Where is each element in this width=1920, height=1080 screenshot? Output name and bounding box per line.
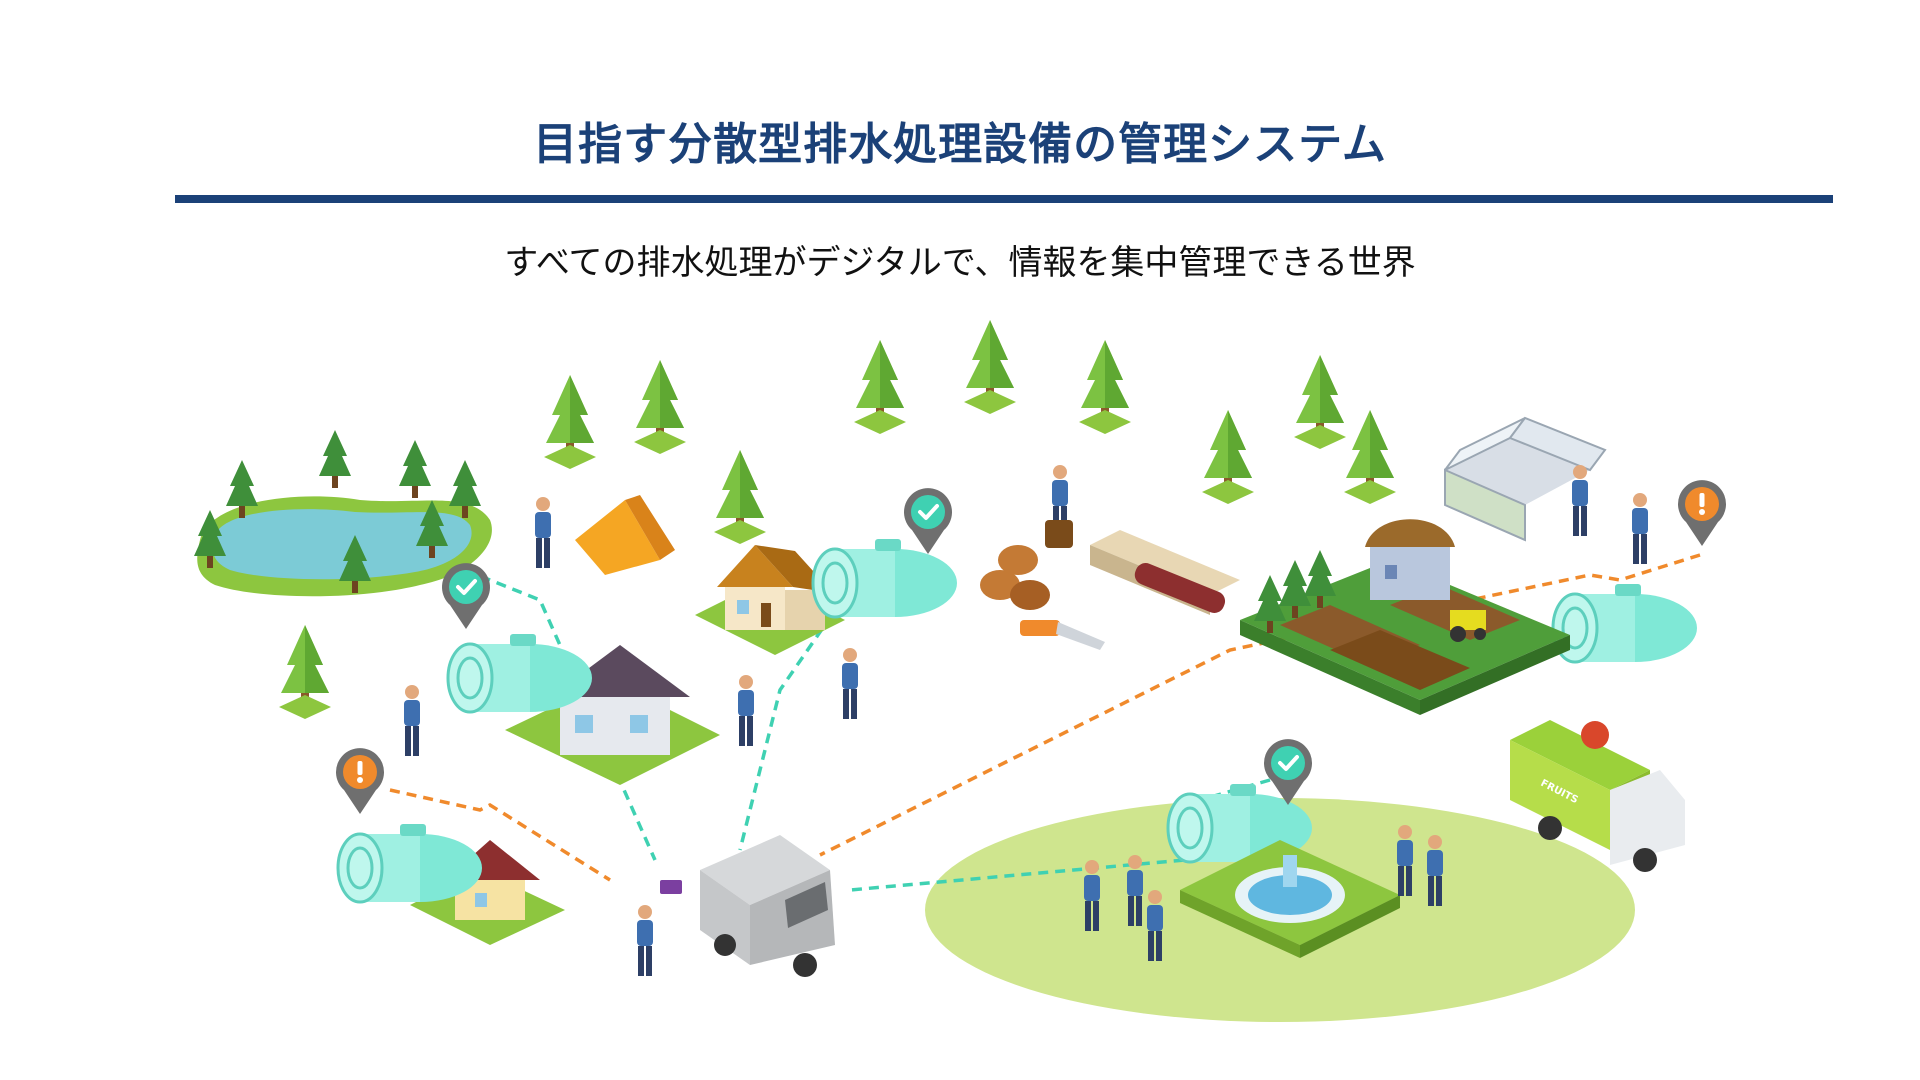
greenhouse [1445, 418, 1648, 564]
farm [1240, 519, 1570, 715]
campsite [535, 495, 675, 575]
status-ok-pin-park [1264, 739, 1312, 805]
septic-tank-cottage [338, 824, 482, 902]
status-ok-pin-house [904, 488, 952, 554]
pond [194, 430, 492, 596]
service-worker [637, 880, 682, 976]
septic-tank-farm [1553, 584, 1697, 662]
service-van [700, 835, 835, 977]
sawmill [980, 465, 1240, 650]
septic-tank-pond [448, 634, 592, 712]
septic-tank-house [813, 539, 957, 617]
status-alert-pin-farm [1678, 480, 1726, 546]
status-alert-pin-cottage [336, 748, 384, 814]
status-ok-pin-pond [442, 563, 490, 629]
